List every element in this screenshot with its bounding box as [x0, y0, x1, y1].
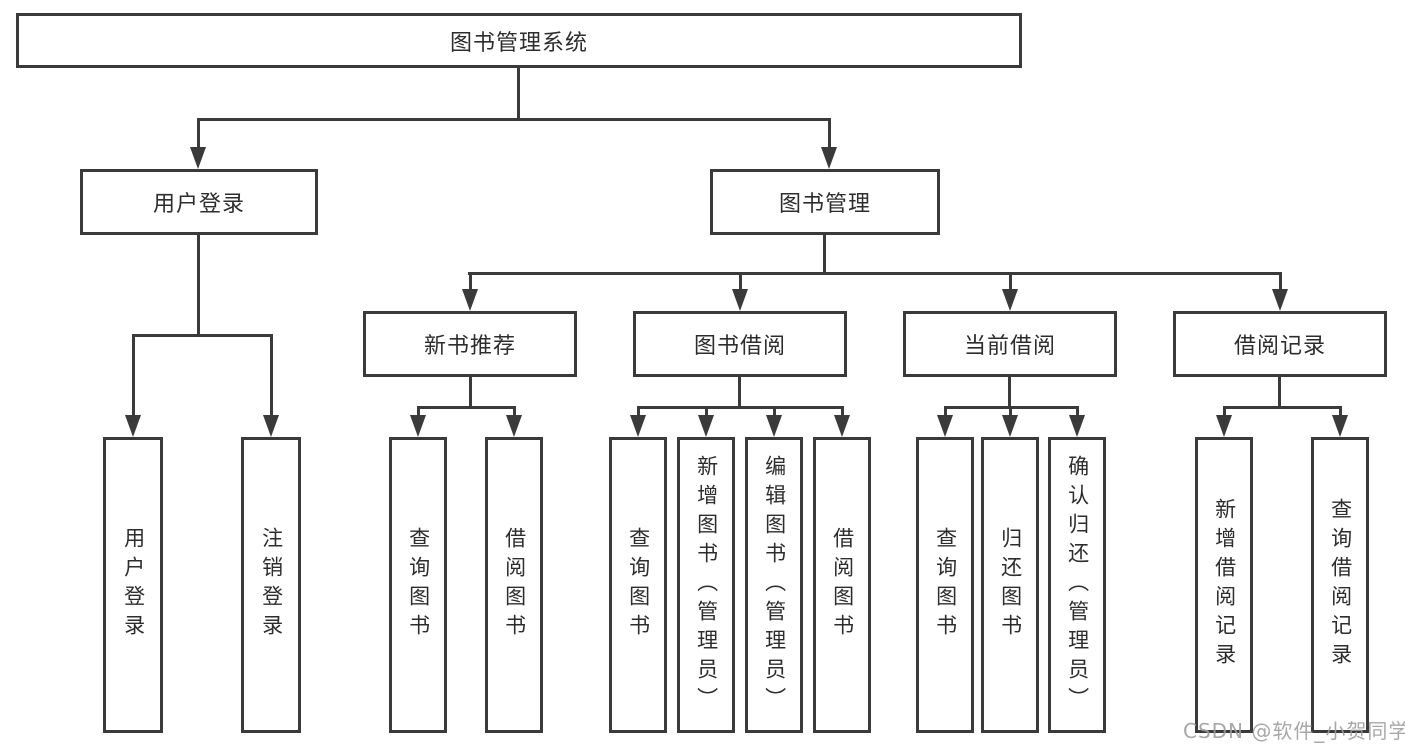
connector-stub — [513, 406, 516, 418]
node-new-book-recommend-label: 新书推荐 — [423, 334, 516, 359]
leaf-user-login-label: 用户登录 — [121, 527, 146, 643]
connector-stub — [1076, 406, 1079, 418]
connector-root-branch — [197, 118, 831, 121]
arrow-down-icon — [630, 415, 646, 437]
node-current-borrow-label: 当前借阅 — [963, 334, 1056, 359]
leaf-return-books-label: 归还图书 — [998, 527, 1023, 643]
connector-trunk — [1008, 377, 1011, 406]
connector-stub — [1009, 406, 1012, 418]
connector-stub — [705, 406, 708, 418]
connector-branch — [1223, 406, 1342, 409]
connector-stub — [1009, 272, 1012, 292]
connector-stub — [1339, 406, 1342, 418]
connector-stub — [841, 406, 844, 418]
connector-branch — [637, 406, 844, 409]
arrow-down-icon — [125, 415, 141, 437]
arrow-down-icon — [263, 415, 279, 437]
arrow-down-icon — [1332, 415, 1348, 437]
connector-stub — [1279, 272, 1282, 292]
leaf-borrow-query-books: 查询图书 — [609, 437, 667, 733]
node-borrow-records-label: 借阅记录 — [1233, 334, 1326, 359]
connector-branch — [132, 334, 272, 337]
node-borrow-records: 借阅记录 — [1173, 311, 1387, 377]
connector-stub — [1223, 406, 1226, 418]
connector-trunk — [823, 235, 826, 272]
leaf-current-query-books-label: 查询图书 — [933, 527, 958, 643]
connector-stub — [637, 406, 640, 418]
watermark: CSDN @软件_小贺同学 — [1183, 719, 1405, 743]
connector-stub — [469, 272, 472, 292]
arrow-down-icon — [821, 147, 837, 169]
connector-stub — [739, 272, 742, 292]
arrow-down-icon — [766, 415, 782, 437]
connector-stub — [132, 334, 135, 417]
node-book-borrow-label: 图书借阅 — [693, 334, 786, 359]
arrow-down-icon — [190, 147, 206, 169]
node-root: 图书管理系统 — [16, 13, 1022, 68]
leaf-current-query-books: 查询图书 — [916, 437, 974, 733]
node-new-book-recommend: 新书推荐 — [363, 311, 577, 377]
node-book-borrow: 图书借阅 — [633, 311, 847, 377]
connector-stub — [944, 406, 947, 418]
connector-trunk — [197, 235, 200, 334]
leaf-return-books: 归还图书 — [981, 437, 1039, 733]
node-user-login-label: 用户登录 — [152, 192, 245, 217]
arrow-down-icon — [1069, 415, 1085, 437]
leaf-add-books-admin: 新增图书（管理员） — [677, 437, 735, 733]
arrow-down-icon — [937, 415, 953, 437]
leaf-borrow-books-label: 借阅图书 — [830, 527, 855, 643]
arrow-down-icon — [1216, 415, 1232, 437]
arrow-down-icon — [506, 415, 522, 437]
leaf-add-borrow-record: 新增借阅记录 — [1195, 437, 1253, 733]
connector-branch — [468, 272, 1281, 275]
leaf-borrow-query-books-label: 查询图书 — [626, 527, 651, 643]
node-user-login: 用户登录 — [80, 169, 318, 235]
connector-stub — [773, 406, 776, 418]
leaf-query-borrow-record-label: 查询借阅记录 — [1328, 498, 1353, 672]
leaf-edit-books-admin-label: 编辑图书（管理员） — [762, 454, 787, 716]
arrow-down-icon — [698, 415, 714, 437]
leaf-confirm-return-admin: 确认归还（管理员） — [1048, 437, 1106, 733]
connector-trunk — [738, 377, 741, 406]
node-book-management-label: 图书管理 — [778, 192, 871, 217]
connector-stub — [828, 118, 831, 150]
connector-trunk — [1278, 377, 1281, 406]
leaf-recommend-query-books-label: 查询图书 — [406, 527, 431, 643]
leaf-borrow-books: 借阅图书 — [813, 437, 871, 733]
leaf-user-login: 用户登录 — [103, 437, 163, 733]
connector-stub — [270, 334, 273, 417]
leaf-logout: 注销登录 — [241, 437, 301, 733]
leaf-add-borrow-record-label: 新增借阅记录 — [1212, 498, 1237, 672]
arrow-down-icon — [1002, 289, 1018, 311]
leaf-logout-label: 注销登录 — [259, 527, 284, 643]
arrow-down-icon — [1002, 415, 1018, 437]
connector-root-trunk — [517, 68, 520, 118]
leaf-edit-books-admin: 编辑图书（管理员） — [745, 437, 803, 733]
leaf-query-borrow-record: 查询借阅记录 — [1311, 437, 1369, 733]
arrow-down-icon — [410, 415, 426, 437]
connector-stub — [197, 118, 200, 150]
leaf-confirm-return-admin-label: 确认归还（管理员） — [1065, 454, 1090, 716]
leaf-recommend-borrow-books: 借阅图书 — [485, 437, 543, 733]
arrow-down-icon — [1272, 289, 1288, 311]
connector-trunk — [469, 377, 472, 406]
leaf-recommend-borrow-books-label: 借阅图书 — [502, 527, 527, 643]
arrow-down-icon — [732, 289, 748, 311]
node-current-borrow: 当前借阅 — [903, 311, 1117, 377]
leaf-recommend-query-books: 查询图书 — [389, 437, 447, 733]
arrow-down-icon — [834, 415, 850, 437]
connector-branch — [417, 406, 516, 409]
arrow-down-icon — [462, 289, 478, 311]
connector-stub — [417, 406, 420, 418]
node-book-management: 图书管理 — [710, 169, 940, 235]
node-root-label: 图书管理系统 — [449, 30, 588, 56]
leaf-add-books-admin-label: 新增图书（管理员） — [694, 454, 719, 716]
